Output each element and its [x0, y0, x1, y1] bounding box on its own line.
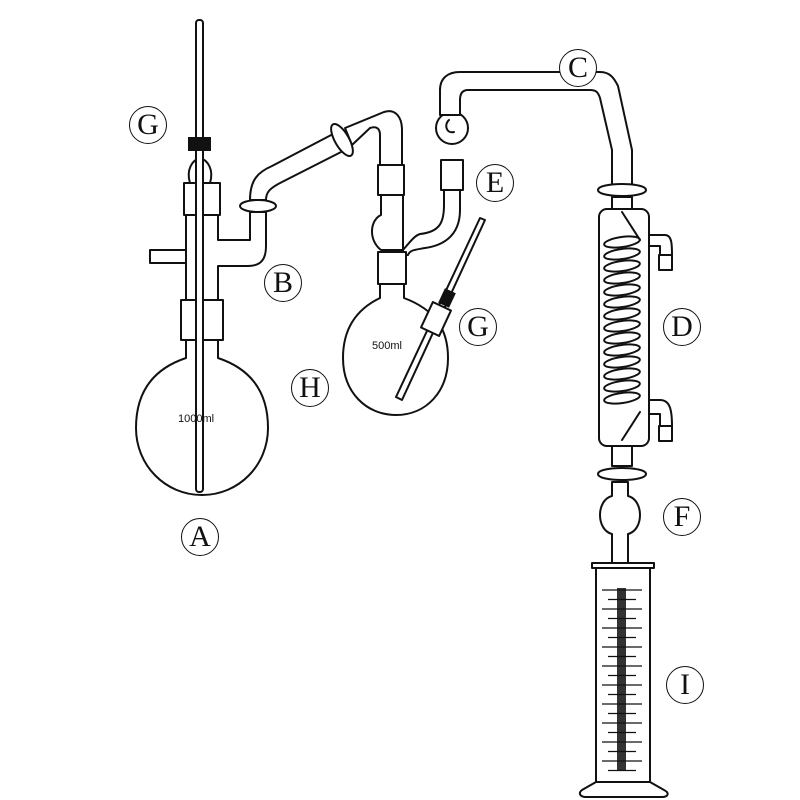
label-d: D	[663, 308, 701, 346]
flask-h	[342, 159, 464, 416]
condenser-coil	[603, 211, 641, 441]
cylinder-graduations	[602, 589, 642, 772]
label-h: H	[291, 369, 329, 407]
coil-turn	[603, 235, 641, 249]
label-g-right: G	[459, 308, 497, 346]
coil-turn	[603, 379, 641, 393]
label-e: E	[476, 164, 514, 202]
coil-turn	[603, 283, 641, 297]
label-f: F	[663, 498, 701, 536]
thermometer-stopper	[188, 137, 211, 151]
thermometer-g-left	[188, 19, 211, 493]
flask-a-volume: 1000ml	[178, 413, 215, 425]
label-i: I	[666, 666, 704, 704]
coil-turn	[603, 367, 641, 381]
coil-turn	[603, 295, 641, 309]
coil-turn	[603, 271, 641, 285]
label-c: C	[559, 49, 597, 87]
label-g-left: G	[129, 106, 167, 144]
condenser-d	[597, 183, 673, 481]
coil-turn	[603, 355, 641, 369]
still-head-c	[435, 71, 633, 186]
coil-turn	[603, 307, 641, 321]
flask-h-volume: 500ml	[372, 340, 402, 352]
label-b: B	[264, 264, 302, 302]
label-a: A	[181, 518, 219, 556]
coil-turn	[603, 259, 641, 273]
coil-turn	[603, 391, 641, 405]
coil-turn	[603, 343, 641, 357]
coil-turn	[603, 247, 641, 261]
flask-a	[135, 157, 277, 496]
thermometer-g-right	[395, 217, 486, 401]
coil-turn	[603, 331, 641, 345]
coil-turn	[603, 319, 641, 333]
graduated-cylinder-i	[578, 562, 669, 798]
